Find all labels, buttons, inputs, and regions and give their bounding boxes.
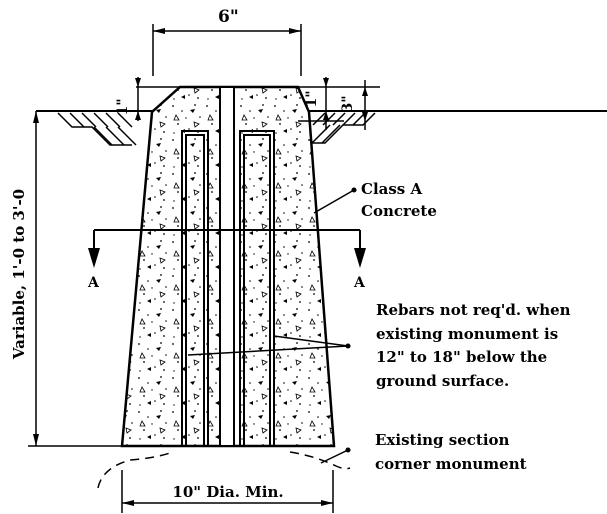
top-width-dimension [152,24,302,76]
left-top-offset-dimension [135,77,182,121]
earth-hatching-left [57,112,137,146]
monument-rod [219,86,235,447]
monument-leader [320,447,351,464]
section-mark-left: A [87,275,100,291]
concrete-leader [313,187,357,214]
rebar-note-line3: 12" to 18" below the [376,348,547,366]
rebar-note-line1: Rebars not req'd. when [376,301,571,319]
height-dimension [28,111,122,447]
rebar-note-line4: ground surface. [376,372,509,390]
rebar-note-line2: existing monument is [376,325,558,343]
right-top-offset-label: 1" [304,90,320,107]
section-cut-line [88,229,366,268]
rebar-leaders [187,335,351,356]
right-top-dimensions [298,77,380,130]
concrete-note-line1: Class A [361,180,422,198]
earth-hatching-right [305,112,376,144]
monument-base-outline [97,451,351,489]
height-label: Variable, 1'-0 to 3'-0 [10,189,28,360]
bottom-width-label: 10" Dia. Min. [172,483,283,501]
rebar-outline [181,130,275,446]
left-top-offset-label: 1" [115,98,131,115]
bottom-width-dimension [121,470,334,513]
section-mark-right: A [353,275,366,291]
top-width-label: 6" [218,7,239,27]
concrete-note-line2: Concrete [361,202,437,220]
monument-note-line1: Existing section [375,431,510,449]
right-top-depth-label: 3" [340,95,356,112]
monument-note-line2: corner monument [375,455,527,473]
